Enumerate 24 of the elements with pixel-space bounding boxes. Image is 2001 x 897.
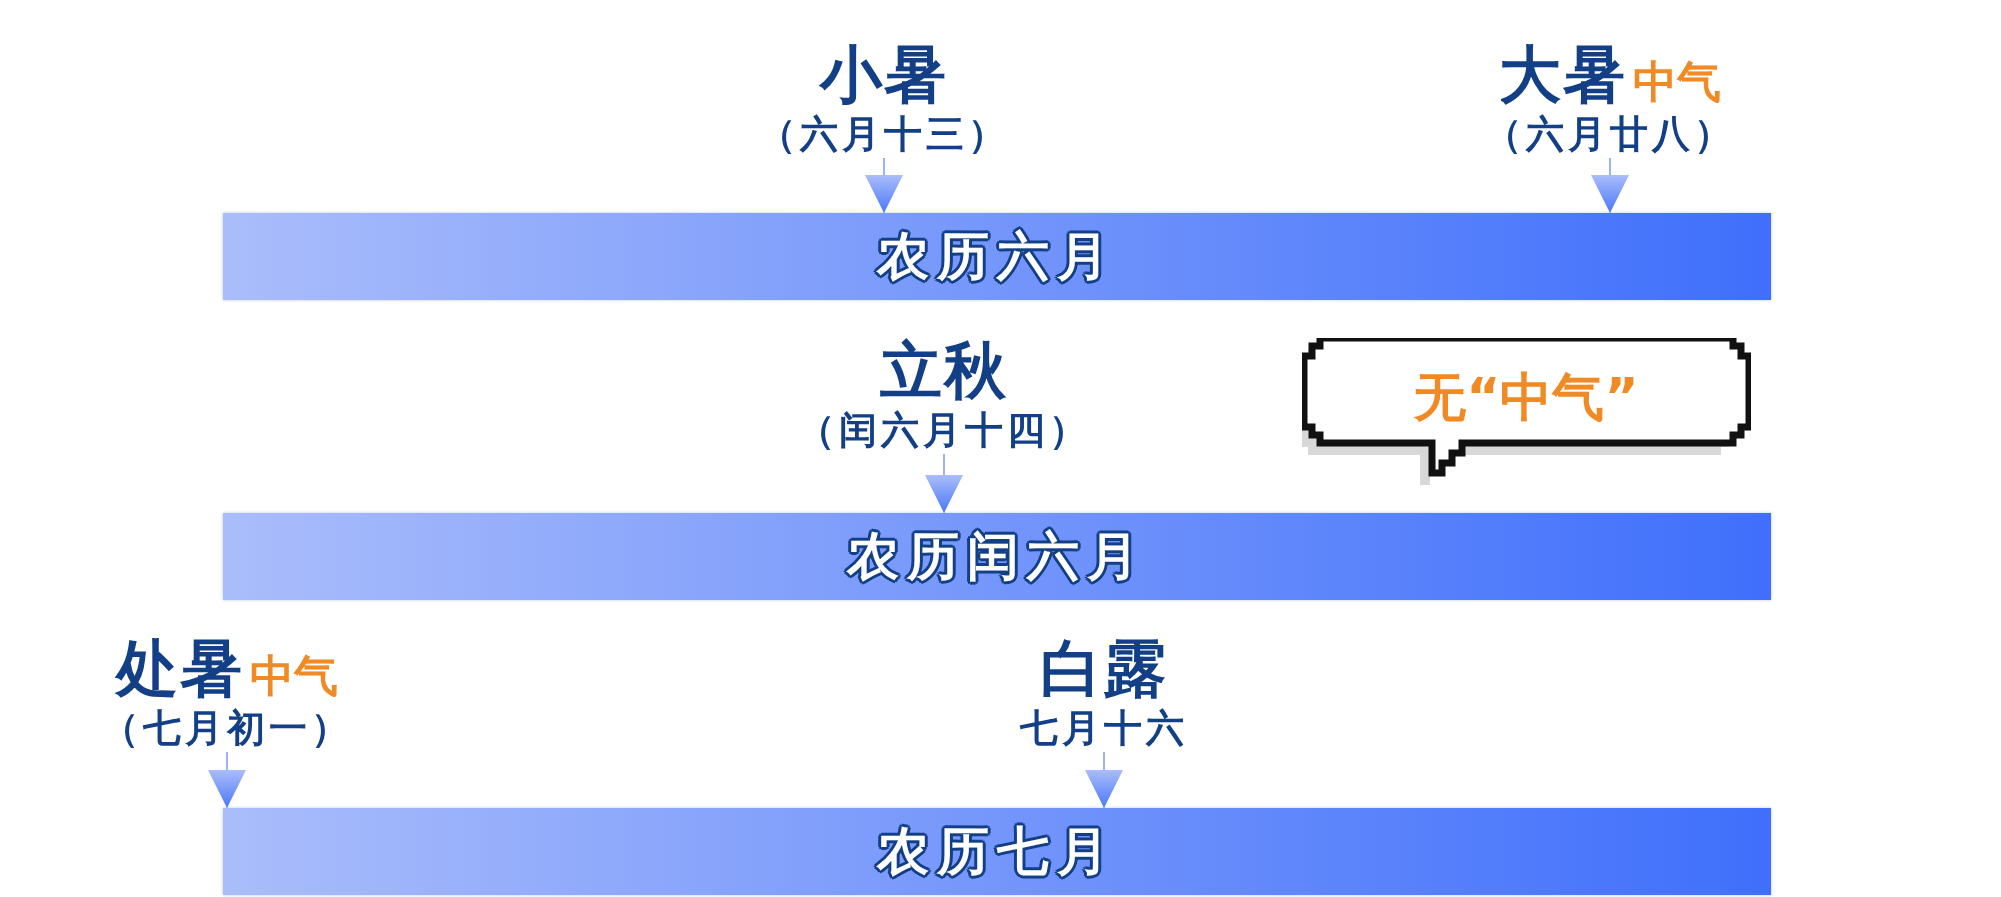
bubble-text: 无“中气” (1414, 365, 1639, 429)
lunar-date: （闰六月十四） (797, 407, 1091, 454)
lunar-date: 七月十六 (1020, 705, 1188, 752)
month-label: 农历七月 (877, 819, 1117, 883)
zhongqi-tag: 中气 (250, 648, 338, 704)
solar-term-name: 小暑 (820, 40, 948, 110)
lunar-date: （七月初一） (101, 705, 353, 752)
solar-term-name: 处暑 (116, 634, 244, 704)
zhongqi-tag: 中气 (1633, 54, 1721, 110)
month-bar (223, 513, 1771, 600)
month-bar (223, 213, 1771, 300)
pointer-arrow (865, 157, 903, 214)
solar-term-name: 大暑 (1499, 40, 1627, 110)
solar-term-name: 立秋 (880, 336, 1008, 406)
solar-term-name: 白露 (1040, 634, 1168, 704)
month-label: 农历六月 (877, 224, 1117, 288)
pointer-arrow (1085, 751, 1123, 809)
pointer-arrow (208, 751, 246, 809)
lunar-date: （六月十三） (758, 111, 1010, 158)
month-bar (223, 808, 1771, 895)
pointer-arrow (1591, 157, 1629, 214)
pointer-arrow (925, 453, 963, 514)
lunar-date: （六月廿八） (1484, 111, 1736, 158)
month-label: 农历闰六月 (847, 524, 1147, 588)
